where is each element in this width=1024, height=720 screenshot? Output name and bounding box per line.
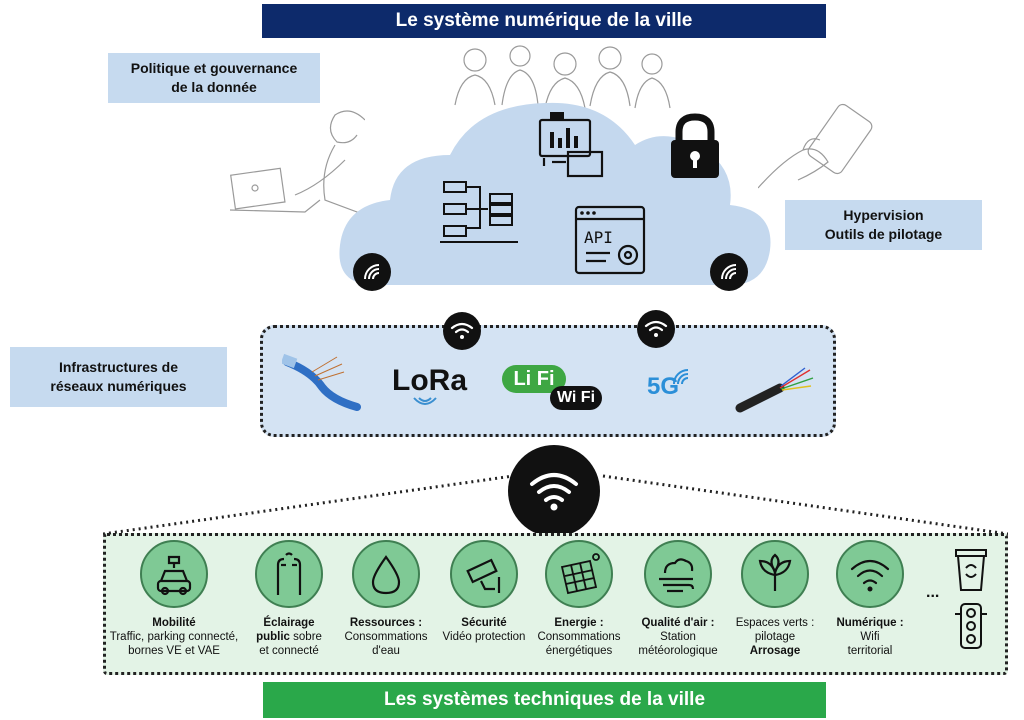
wifi-logo: Wi Fi [550,386,602,410]
system-title-securite: Sécurité [461,617,507,629]
top-title: Le système numérique de la ville [262,4,826,38]
bottom-title: Les systèmes techniques de la ville [263,682,826,718]
system-line1-securite: Vidéo protection [442,631,526,643]
system-item-securite: Sécurité Vidéo protection [436,540,532,644]
system-line2-qualite-air: météorologique [638,645,718,657]
governance-label: Politique et gouvernance de la donnée [108,53,320,103]
system-item-eclairage: Éclairage public sobre et connecté [244,540,334,658]
solar-panel-icon [545,540,613,608]
infrastructure-label: Infrastructures de réseaux numériques [10,347,227,407]
hypervision-label-line1: Hypervision [843,207,924,223]
network-wifi-right-icon [637,310,675,348]
camera-icon [450,540,518,608]
system-title-numerique: Numérique : [836,617,904,629]
car-charging-icon [140,540,208,608]
governance-label-line1: Politique et gouvernance [130,60,298,76]
system-line1-energie: Consommations [537,631,621,643]
data-flow-server-icon [440,181,518,243]
lock-icon [671,113,719,178]
ethernet-cable-icon [282,353,361,411]
system-title-energie: Energie : [554,617,604,629]
wifi-icon [836,540,904,608]
system-line1-qualite-air: Station [660,631,696,643]
lifi-logo: Li Fi [502,365,566,393]
system-line1-ressources: Consommations [344,631,428,643]
fiber-cable-icon [735,367,814,413]
system-item-qualite-air: Qualité d'air : Station météorologique [628,540,728,658]
central-wifi-icon [508,445,600,537]
cloud-wind-icon [644,540,712,608]
api-text: API [584,228,613,247]
dashboard-monitor-icon [538,112,604,178]
traffic-light-icon [955,603,987,649]
system-line2-ressources: d'eau [372,645,400,657]
system-title-qualite-air: Qualité d'air : [641,617,715,629]
hypervision-label-line2: Outils de pilotage [824,226,943,242]
system-line2-eclairage: et connecté [259,645,319,657]
system-line2-numerique: territorial [847,645,893,657]
cloud-signal-right-icon [710,253,748,291]
system-title2-eclairage: public [256,631,290,643]
governance-label-line2: de la donnée [171,79,257,95]
system-item-mobilite: Mobilité Traffic, parking connecté, born… [108,540,240,658]
system-title2-rest-eclairage: sobre [289,631,322,643]
system-item-energie: Energie : Consommations énergétiques [531,540,627,658]
hand-phone-sketch-icon [758,103,873,189]
systems-funnel-lines [103,474,1008,536]
network-wifi-left-icon [443,312,481,350]
system-item-numerique: Numérique : Wifi territorial [822,540,918,658]
5g-signal-icon [673,369,689,385]
lora-logo: LoRa [392,364,467,397]
system-item-ressources: Ressources : Consommations d'eau [336,540,436,658]
system-line1-mobilite: Traffic, parking connecté, [109,631,239,643]
cloud-signal-left-icon [353,253,391,291]
infrastructure-label-line1: Infrastructures de [58,359,179,375]
system-title-mobilite: Mobilité [152,617,196,629]
system-line1-numerique: Wifi [860,631,880,643]
api-window-icon: API [574,205,646,275]
data-cloud [339,102,771,285]
person-laptop-sketch-icon [229,110,365,216]
infrastructure-label-line2: réseaux numériques [50,378,187,394]
people-sketch-icon [454,45,671,109]
system-item-espaces-verts: Espaces verts : pilotage Arrosage [728,540,822,658]
system-title-eclairage: Éclairage [263,617,315,629]
system-title-ressources: Ressources : [349,617,423,629]
system-line1-espaces-verts: pilotage [754,631,796,643]
lora-signal-icon [413,397,437,405]
more-systems-ellipsis: ... [926,584,940,601]
water-drop-icon [352,540,420,608]
system-line2-espaces-verts: Arrosage [749,645,801,657]
hypervision-label: Hypervision Outils de pilotage [785,200,982,250]
recycling-bin-icon [955,549,987,591]
system-title-espaces-verts: Espaces verts : [735,617,815,629]
street-light-icon [255,540,323,608]
system-line2-mobilite: bornes VE et VAE [128,645,220,657]
leaf-icon [741,540,809,608]
5g-logo: 5G [647,373,680,400]
system-line2-energie: énergétiques [545,645,613,657]
